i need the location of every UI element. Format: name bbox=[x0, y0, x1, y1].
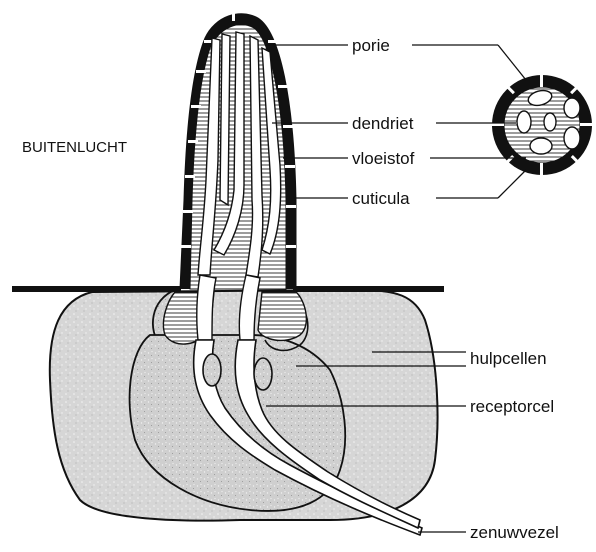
pore-label: porie bbox=[352, 36, 390, 55]
fluid-label: vloeistof bbox=[352, 149, 415, 168]
nerve-fiber-label: zenuwvezel bbox=[470, 523, 559, 542]
receptor-nucleus-right bbox=[254, 358, 272, 390]
cuticle-label: cuticula bbox=[352, 189, 410, 208]
receptor-cell-label: receptorcel bbox=[470, 397, 554, 416]
helper-cells-label: hulpcellen bbox=[470, 349, 547, 368]
receptor-nucleus-left bbox=[203, 354, 221, 386]
outside-air-label: BUITENLUCHT bbox=[22, 139, 127, 156]
cross-section-inset bbox=[490, 73, 594, 177]
dendrite-label: dendriet bbox=[352, 114, 414, 133]
